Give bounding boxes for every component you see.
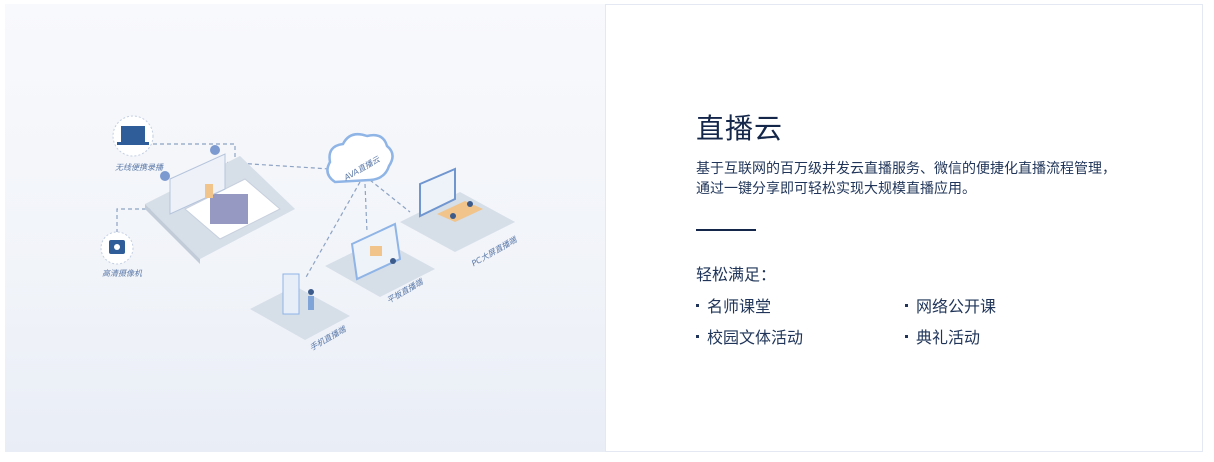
laptop-recorder-icon <box>112 115 154 157</box>
description: 基于互联网的百万级并发云直播服务、微信的便捷化直播流程管理，通过一键分享即可轻松… <box>696 161 1116 197</box>
camera-icon <box>100 231 134 265</box>
bullet-icon <box>696 335 699 338</box>
feature-item: 名师课堂 <box>693 293 771 317</box>
recorder-label: 无线便携录播 <box>115 163 164 172</box>
illustration-panel: 无线便携录播 高清摄像机 AVA直播云 手机直播端 平板直播端 <box>5 4 605 452</box>
product-card: 直播云 基于互联网的百万级并发云直播服务、微信的便捷化直播流程管理，通过一键分享… <box>605 4 1203 452</box>
live-cloud-diagram: 无线便携录播 高清摄像机 AVA直播云 手机直播端 平板直播端 <box>100 115 519 353</box>
classroom-platform <box>145 145 295 264</box>
camera-label: 高清摄像机 <box>102 269 143 278</box>
pc-endpoint <box>400 167 515 252</box>
bullet-icon <box>696 304 699 307</box>
feature-item: 典礼活动 <box>902 324 980 348</box>
page-title: 直播云 <box>696 112 784 145</box>
bullet-icon <box>905 304 908 307</box>
subtitle: 轻松满足： <box>696 265 777 284</box>
bullet-icon <box>905 335 908 338</box>
divider <box>696 229 756 231</box>
phone-endpoint <box>250 273 350 340</box>
feature-item: 校园文体活动 <box>693 324 803 348</box>
cloud-icon <box>326 133 394 184</box>
feature-item: 网络公开课 <box>902 293 996 317</box>
tablet-endpoint <box>325 222 435 297</box>
